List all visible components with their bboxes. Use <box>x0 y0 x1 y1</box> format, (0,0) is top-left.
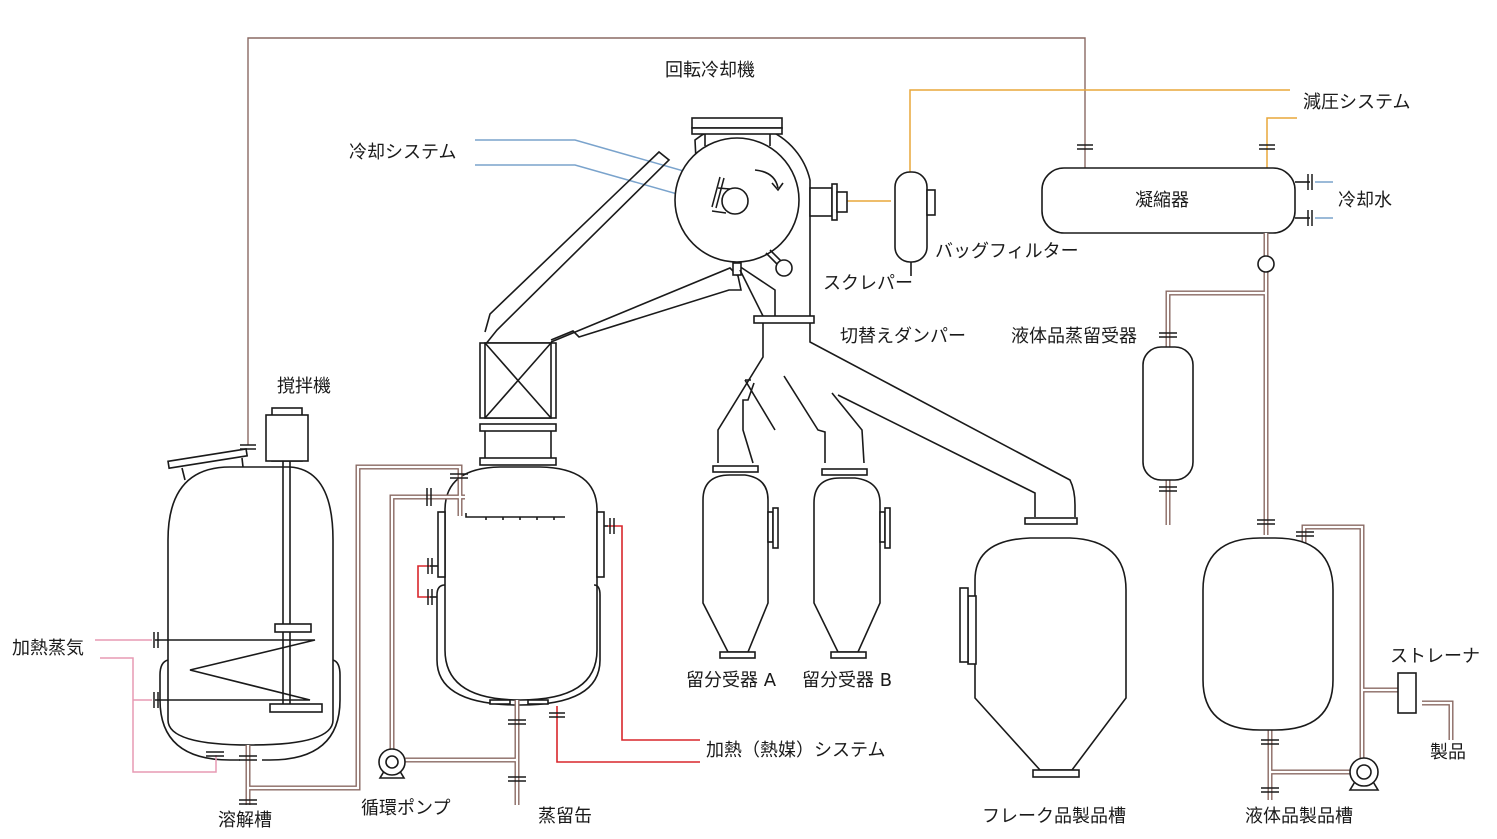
label-fraction-receiver-b: 留分受器 B <box>802 670 893 691</box>
label-heating-medium-system: 加熱（熱媒）システム <box>706 740 886 761</box>
label-dissolving-tank: 溶解槽 <box>218 810 272 831</box>
fraction-receiver-b <box>813 468 891 659</box>
liquid-product-tank <box>1202 537 1334 731</box>
condenser <box>1041 167 1313 234</box>
label-vacuum-system: 減圧システム <box>1303 92 1411 113</box>
label-circulation-pump: 循環ポンプ <box>361 798 451 819</box>
label-still: 蒸留缶 <box>538 806 592 827</box>
switch-damper-ducts <box>717 315 1076 517</box>
label-cooling-water: 冷却水 <box>1338 190 1392 211</box>
label-agitator: 撹拌機 <box>277 376 331 397</box>
liquid-distillate-receiver <box>1142 346 1194 481</box>
label-strainer: ストレーナ <box>1390 646 1480 667</box>
label-liquid-product-tank: 液体品製品槽 <box>1245 806 1353 827</box>
flake-product-tank <box>959 517 1127 778</box>
label-rotary-cooler: 回転冷却機 <box>665 60 755 81</box>
cooling-lines <box>475 139 1333 219</box>
packing-column <box>479 342 557 466</box>
label-condenser: 凝縮器 <box>1135 190 1189 211</box>
bag-filter <box>894 171 936 276</box>
sight-glass <box>1257 255 1275 273</box>
still <box>436 466 605 706</box>
label-switch-damper: 切替えダンパー <box>840 326 966 347</box>
dissolving-tank <box>153 407 341 761</box>
heating-medium-lines <box>417 518 700 763</box>
rotary-cooler <box>674 117 848 321</box>
product-pump <box>1348 757 1380 791</box>
fraction-receiver-a <box>702 465 779 659</box>
chute <box>484 150 764 346</box>
heating-steam-lines <box>95 639 224 773</box>
label-fraction-receiver-a: 留分受器 A <box>686 670 777 691</box>
label-flake-product-tank: フレーク品製品槽 <box>982 806 1126 827</box>
label-heating-steam: 加熱蒸気 <box>12 638 84 659</box>
vacuum-lines <box>846 89 1297 202</box>
label-bag-filter: バッグフィルター <box>935 241 1079 262</box>
label-liquid-distillate-receiver: 液体品蒸留受器 <box>1011 326 1137 347</box>
strainer <box>1397 672 1417 714</box>
label-scraper: スクレパー <box>823 273 913 294</box>
label-cooling-system: 冷却システム <box>349 142 457 163</box>
circulation-pump <box>378 748 406 779</box>
label-product: 製品 <box>1430 742 1466 763</box>
